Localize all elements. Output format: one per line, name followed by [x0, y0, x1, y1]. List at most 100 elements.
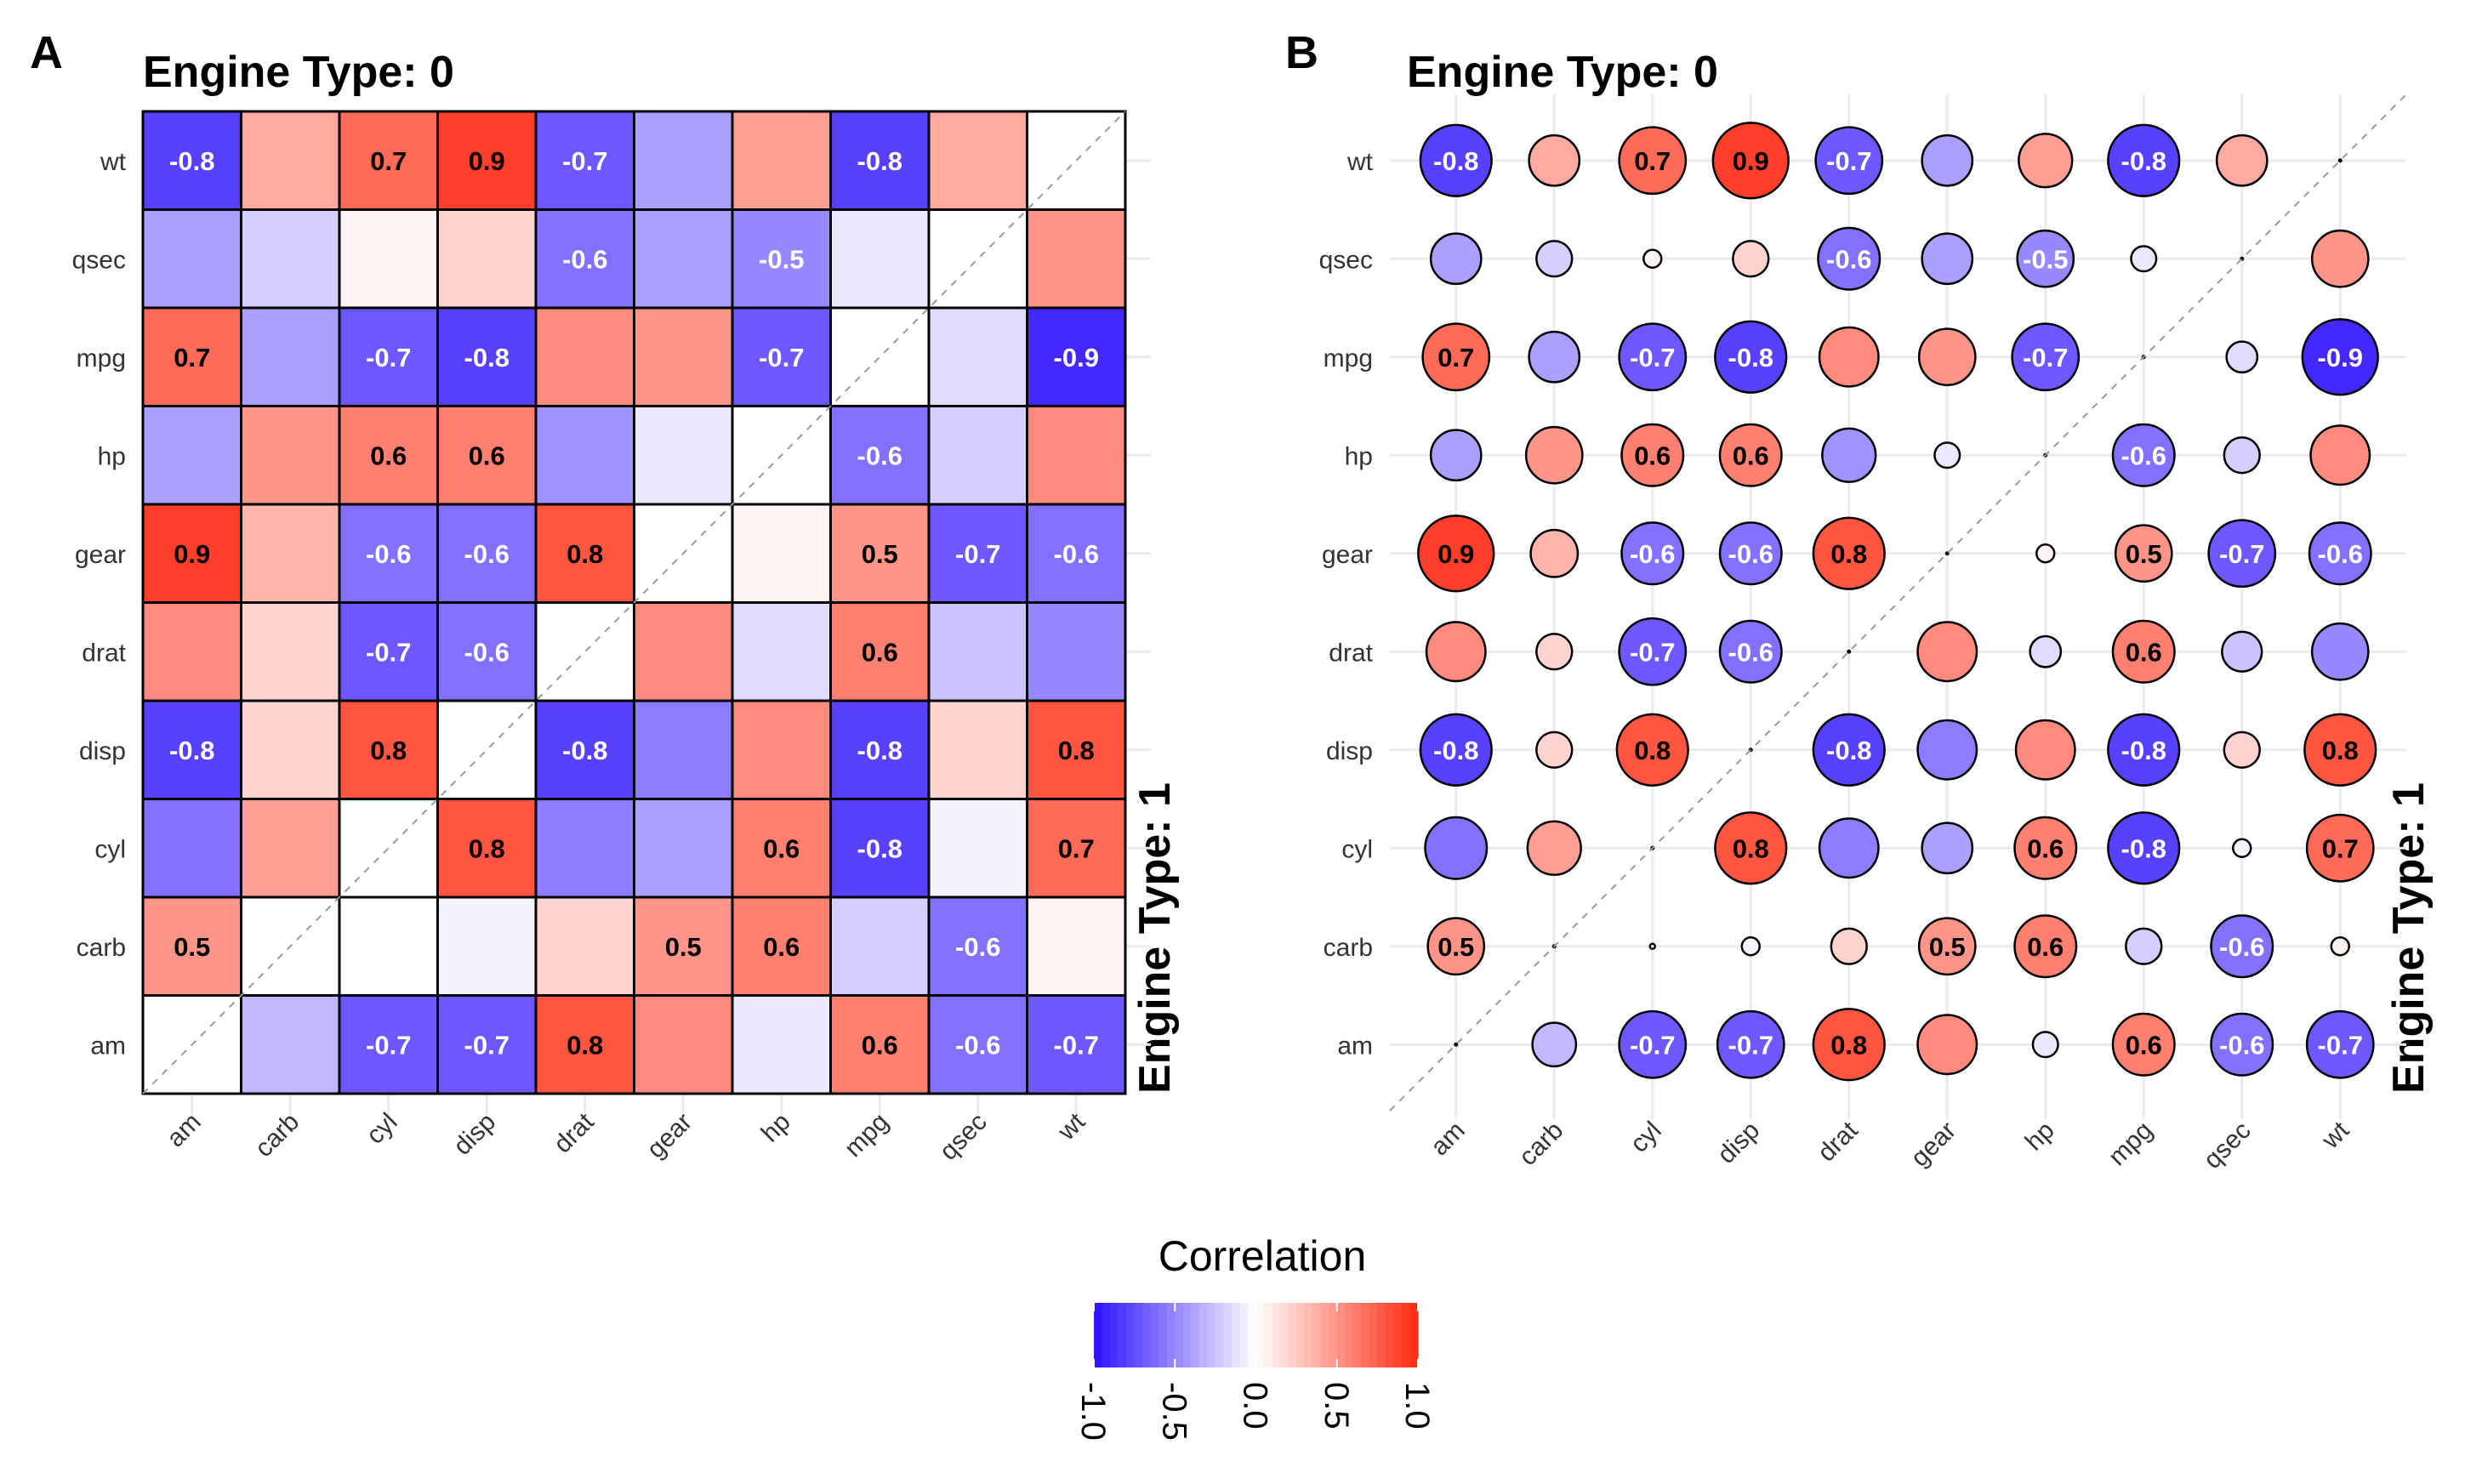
correlation-circle	[2330, 936, 2350, 957]
y-tick-label: cyl	[1341, 835, 1373, 863]
legend-tick-label: -0.5	[1155, 1382, 1193, 1441]
heatmap-cell	[240, 699, 341, 800]
correlation-circle	[1421, 322, 1491, 392]
legend-title: Correlation	[1158, 1232, 1367, 1280]
cell-label: 0.7	[1634, 146, 1671, 176]
correlation-circle	[2014, 719, 2076, 781]
colorbar-segment	[1264, 1303, 1273, 1367]
colorbar-segment	[1198, 1303, 1208, 1367]
cell-label: -0.8	[464, 343, 510, 372]
colorbar-segment	[1175, 1303, 1184, 1367]
correlation-circle	[2107, 713, 2181, 787]
cell-label: -0.6	[2318, 539, 2363, 569]
cell-label: 0.6	[469, 441, 505, 470]
diagonal-line	[1389, 94, 2407, 1112]
cell-label: 0.5	[1437, 932, 1474, 962]
x-tick-label: am	[162, 1108, 207, 1153]
cell-label: -0.6	[2121, 441, 2166, 470]
cell-label: 0.8	[1733, 833, 1769, 863]
correlation-circle	[2111, 1012, 2176, 1077]
x-tick-label: drat	[1813, 1116, 1864, 1167]
heatmap-cell	[633, 798, 734, 899]
heatmap-cell	[338, 699, 439, 800]
heatmap-cell	[141, 601, 242, 702]
panel-title: Engine Type: 0	[143, 48, 454, 97]
heatmap-cell	[633, 994, 734, 1095]
cell-label: -0.7	[1054, 1030, 1099, 1060]
cell-label: 0.7	[1437, 343, 1474, 372]
correlation-circle	[2223, 731, 2261, 769]
cell-label: 0.8	[1058, 736, 1095, 765]
diagonal-line	[142, 111, 1126, 1095]
heatmap-cell	[338, 994, 439, 1095]
cell-label: -0.6	[955, 932, 1000, 962]
cell-label: -0.8	[857, 833, 902, 863]
colorbar-segment	[1166, 1303, 1176, 1367]
correlation-circle	[1714, 811, 1788, 885]
correlation-circle	[1426, 917, 1486, 976]
correlation-circle	[1916, 1014, 1978, 1076]
correlation-circle	[2029, 634, 2063, 668]
correlation-circle	[1618, 617, 1688, 686]
correlation-circle	[1535, 240, 1574, 278]
y-tick-label: disp	[1326, 737, 1373, 765]
x-tick-label: hp	[2020, 1117, 2060, 1157]
cell-label: -0.7	[464, 1030, 510, 1060]
colorbar-segment	[1336, 1303, 1346, 1367]
correlation-circle	[2308, 521, 2372, 586]
cell-label: -0.5	[759, 244, 804, 274]
colorbar-segment	[1401, 1303, 1411, 1367]
cell-label: 0.6	[1634, 441, 1671, 470]
correlation-circle	[1618, 126, 1688, 196]
colorbar-segment	[1296, 1303, 1306, 1367]
side-label: Engine Type: 1	[2384, 782, 2434, 1094]
colorbar-segment	[1304, 1303, 1313, 1367]
cell-label: -0.6	[955, 1030, 1000, 1060]
cell-label: -0.6	[1630, 539, 1675, 569]
diagonal-dot	[1454, 1042, 1459, 1047]
cell-label: -0.8	[1728, 343, 1773, 372]
cell-label: 0.8	[1830, 539, 1867, 569]
cell-label: -0.7	[366, 1030, 411, 1060]
correlation-circle	[1817, 226, 1881, 291]
cell-label: -0.8	[857, 146, 902, 176]
cell-label: 0.6	[862, 637, 898, 667]
heatmap-cell	[633, 699, 734, 800]
colorbar-segment	[1231, 1303, 1241, 1367]
correlation-circle	[2207, 519, 2277, 588]
correlation-circle	[1921, 822, 1974, 875]
heatmap-cell	[534, 994, 635, 1095]
correlation-circle	[2013, 914, 2078, 979]
cell-label: 0.6	[763, 833, 800, 863]
cell-label: 0.6	[2126, 637, 2162, 667]
correlation-circle	[2125, 927, 2163, 965]
correlation-circle	[1812, 713, 1886, 787]
correlation-circle	[1714, 320, 1788, 394]
cell-label: -0.6	[366, 539, 411, 569]
correlation-circle	[1916, 719, 1978, 781]
cell-label: -0.6	[2219, 932, 2264, 962]
cell-label: -0.7	[1630, 1030, 1675, 1060]
correlation-circle	[1618, 322, 1688, 392]
cell-label: 0.9	[469, 146, 505, 176]
cell-label: -0.7	[1728, 1030, 1773, 1060]
heatmap-cell	[927, 994, 1028, 1095]
cell-label: -0.6	[464, 539, 510, 569]
cell-label: -0.6	[1728, 539, 1773, 569]
y-tick-label: mpg	[1324, 344, 1373, 372]
heatmap-cell	[240, 110, 341, 211]
correlation-circle	[1429, 232, 1483, 286]
correlation-circle	[1812, 516, 1886, 590]
heatmap-cell	[141, 306, 242, 407]
heatmap-cell	[731, 994, 832, 1095]
cell-label: 0.8	[469, 833, 505, 863]
y-tick-label: qsec	[72, 246, 126, 274]
diagonal-dot	[1847, 649, 1852, 654]
correlation-circle	[1818, 817, 1880, 879]
heatmap-cell	[436, 896, 538, 997]
heatmap-cell	[633, 601, 734, 702]
correlation-circle	[1648, 942, 1656, 950]
heatmap-cell	[1026, 208, 1127, 310]
heatmap-cell	[829, 601, 931, 702]
